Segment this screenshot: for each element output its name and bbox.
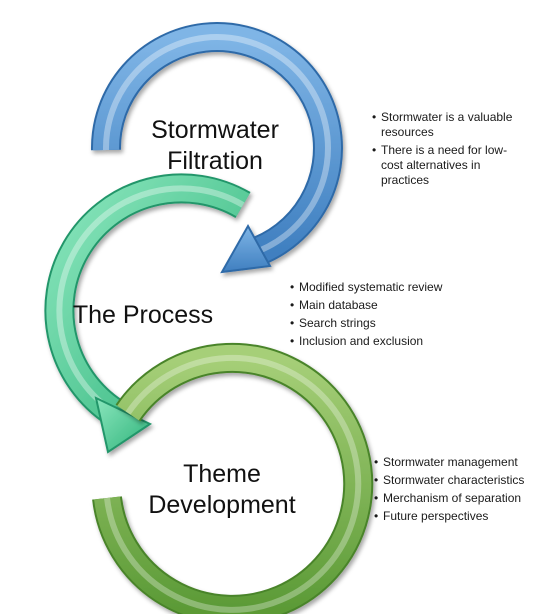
stage-2-title-line-1: The Process <box>72 301 214 329</box>
stage-3-title: Theme Development <box>136 459 308 521</box>
stage-2-bullet: Modified systematic review <box>290 280 490 295</box>
stage-3-title-line-2: Development <box>148 491 296 519</box>
stage-2-arrow <box>44 173 251 454</box>
stage-2-bullet: Main database <box>290 298 490 313</box>
stage-1-arrow <box>90 22 343 274</box>
stage-1-bullet: Stormwater is a valuable resources <box>372 110 522 140</box>
stage-2-bullets: Modified systematic review Main database… <box>290 280 490 352</box>
stage-3-bullet: Stormwater characteristics <box>374 473 544 488</box>
stage-2-title: The Process <box>58 300 228 331</box>
stage-1-bullets: Stormwater is a valuable resources There… <box>372 110 522 191</box>
stage-2-bullet: Search strings <box>290 316 490 331</box>
stage-3-bullet: Merchanism of separation <box>374 491 544 506</box>
stage-1-title: Stormwater Filtration <box>140 115 290 177</box>
stage-3-title-line-1: Theme <box>183 460 261 488</box>
stage-3-bullets: Stormwater management Stormwater charact… <box>374 455 544 527</box>
stage-3-bullet: Future perspectives <box>374 509 544 524</box>
stage-2-bullet: Inclusion and exclusion <box>290 334 490 349</box>
stage-1-title-line-2: Filtration <box>167 147 263 175</box>
stage-1-title-line-1: Stormwater <box>151 116 279 144</box>
stage-1-bullet: There is a need for low-cost alternative… <box>372 143 522 188</box>
stage-3-bullet: Stormwater management <box>374 455 544 470</box>
stage-3-arrow <box>92 342 374 614</box>
